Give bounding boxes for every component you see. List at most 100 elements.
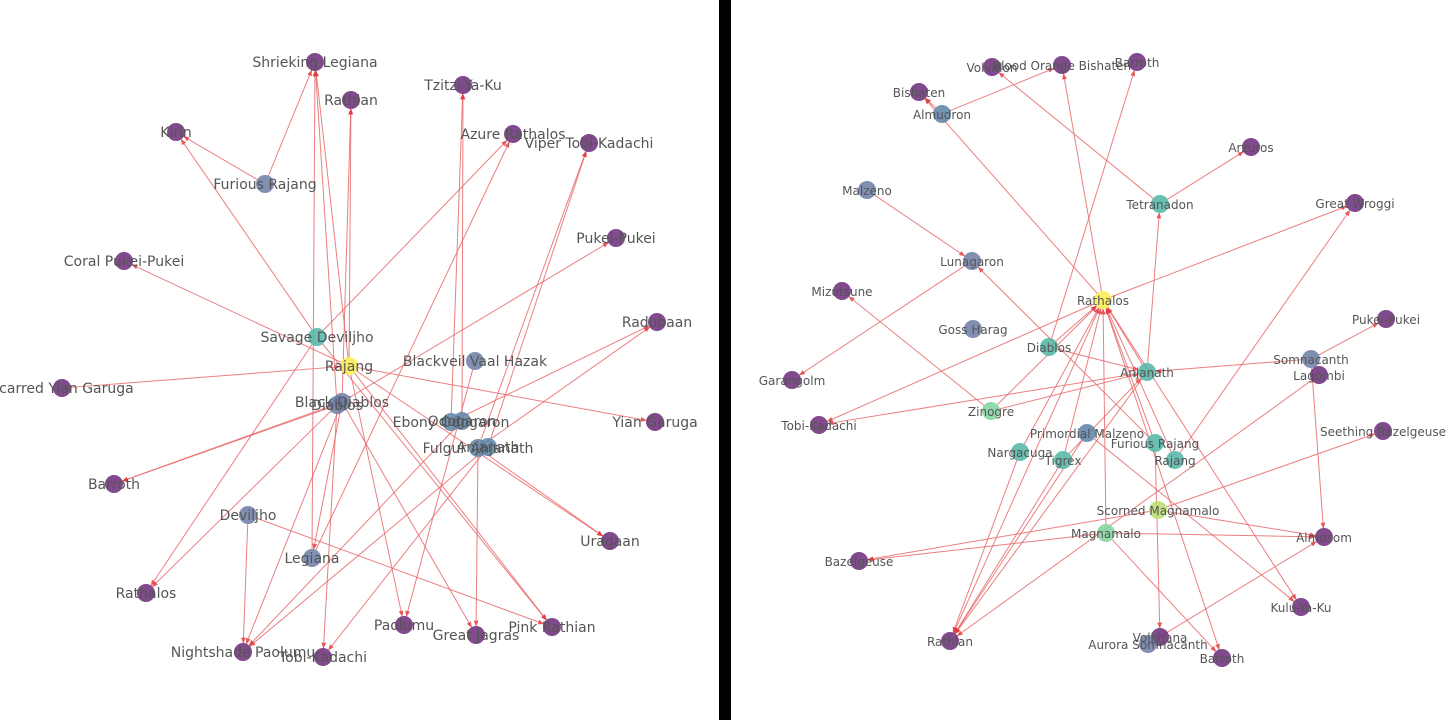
edge-furious-rajang-to-kirin	[183, 136, 258, 180]
node-label-shrieking-legiana: Shrieking Legiana	[252, 55, 377, 71]
edge-diablos-to-shrieking-legiana	[313, 70, 337, 397]
node-tigrex	[1054, 451, 1072, 469]
node-label-almosom: Almosom	[1296, 531, 1352, 545]
node-seething-bazelgeuse	[1374, 422, 1392, 440]
node-arzuros	[1242, 138, 1260, 156]
node-viper-tobi-kadachi	[580, 134, 598, 152]
node-label-almudron: Almudron	[913, 108, 971, 122]
node-label-kulu-ya-ku: Kulu-Ya-Ku	[1271, 601, 1332, 615]
node-barroth-top	[1128, 53, 1146, 71]
node-label-barroth-top: Barroth	[1115, 56, 1160, 70]
node-uragaan	[601, 532, 619, 550]
node-yian-garuga	[646, 413, 664, 431]
node-label-seething-bazelgeuse: Seething Bazelgeuse	[1320, 425, 1446, 439]
node-barroth	[1213, 649, 1231, 667]
edge-blackveil-vaal-hazak-to-paolumu	[405, 369, 474, 617]
node-label-zinogre: Zinogre	[968, 405, 1014, 419]
node-barroth	[105, 475, 123, 493]
node-magnamalo	[1097, 524, 1115, 542]
node-label-furious-rajang: Furious Rajang	[213, 177, 316, 193]
node-label-goss-harag: Goss Harag	[938, 323, 1007, 337]
edge-lagombi-to-rathian	[956, 379, 1312, 637]
node-label-yian-garuga: Yian Garuga	[611, 415, 697, 431]
edge-magnamalo-to-almosom	[1114, 532, 1316, 540]
edge-fulgur-anjanath-to-uragaan	[485, 452, 604, 537]
edge-magnamalo-to-rathalos	[1100, 308, 1107, 525]
node-label-barroth: Barroth	[1200, 652, 1245, 666]
edge-nargacuga-to-rathalos	[1023, 307, 1100, 445]
edge-rajang-to-rathian	[348, 108, 354, 358]
node-shrieking-legiana	[306, 53, 324, 71]
edge-magnamalo-to-barroth	[1111, 539, 1217, 652]
node-label-coral-pukei-pukei: Coral Pukei-Pukei	[64, 254, 184, 270]
node-volvidon	[983, 58, 1001, 76]
node-label-bishaten: Bishaten	[893, 86, 945, 100]
node-anjanath	[479, 438, 497, 456]
node-label-lagombi: Lagombi	[1293, 369, 1345, 383]
node-scorned-magnamalo	[1149, 501, 1167, 519]
node-label-nightshade-paolumu: Nightshade Paolumu	[171, 645, 316, 661]
node-legiana	[303, 549, 321, 567]
node-goss-harag	[964, 320, 982, 338]
edge-malzeno-to-lunagaron	[874, 194, 966, 257]
edge-anjanath-to-tobi-kadachi	[328, 453, 483, 651]
edge-savage-deviljho-to-azure-rathalos	[322, 140, 508, 331]
node-label-uragaan: Uragaan	[580, 534, 640, 550]
node-primordial-malzeno	[1078, 424, 1096, 442]
node-lunagaron	[963, 252, 981, 270]
node-rathian	[342, 91, 360, 109]
edge-rajang-to-yian-garuga	[357, 367, 647, 422]
edge-savage-deviljho-to-pink-rathian	[322, 343, 547, 621]
node-label-blood-orange-bishaten: Blood Orange Bishaten	[993, 59, 1131, 73]
node-label-primordial-malzeno: Primordial Malzeno	[1030, 427, 1144, 441]
node-label-nargacuga: Nargacuga	[987, 446, 1052, 460]
node-label-tobi-kadachi: Tobi-Kadachi	[780, 419, 856, 433]
edge-diablos-to-barroth-top	[1051, 70, 1136, 339]
edge-furious-rajang-to-volkhana	[1154, 451, 1163, 629]
edge-scorned-magnamalo-to-almosom	[1166, 510, 1316, 538]
edge-black-diablos-to-rathian	[341, 108, 353, 394]
node-label-scarred-yian-garuga: Scarred Yian Garuga	[0, 381, 134, 397]
node-furious-rajang	[256, 175, 274, 193]
edge-furious-rajang-to-lunagaron	[977, 266, 1149, 438]
edge-savage-deviljho-to-rathalos	[150, 344, 313, 587]
edge-rajang-to-great-wroggi	[1179, 209, 1351, 453]
edge-fulgur-anjanath-to-viper-tobi-kadachi	[480, 150, 587, 440]
edge-magnamalo-to-bazelgeuse	[867, 533, 1098, 562]
edge-anjanath-to-rathalos	[1107, 307, 1143, 365]
node-label-tigrex: Tigrex	[1044, 454, 1082, 468]
edge-legiana-to-shrieking-legiana	[311, 70, 318, 550]
node-azure-rathalos	[504, 125, 522, 143]
node-tobi-kadachi	[810, 416, 828, 434]
node-tetranadon	[1151, 195, 1169, 213]
node-label-rajang: Rajang	[325, 359, 373, 375]
node-great-wroggi	[1346, 194, 1364, 212]
node-label-ebony-odogaron: Ebony Odogaron	[393, 415, 510, 431]
edge-deviljho-to-nightshade-paolumu	[241, 523, 249, 644]
node-label-anjanath: Anjanath	[457, 440, 520, 456]
node-anjanath	[1138, 363, 1156, 381]
node-label-garangolm: Garangolm	[759, 374, 826, 388]
node-rathian	[941, 632, 959, 650]
node-label-volkhana: Volkhana	[1133, 631, 1188, 645]
edge-ebony-odogaron-to-tzitzi-ya-ku	[450, 93, 465, 414]
edge-rajang-to-rathalos	[1106, 307, 1172, 452]
edge-diablos-to-tobi-kadachi	[321, 413, 337, 649]
edge-rajang-to-pink-rathian	[354, 372, 547, 621]
node-label-paolumu: Paolumu	[374, 618, 434, 634]
node-label-rathian: Rathian	[324, 93, 378, 109]
node-label-rathian: Rathian	[927, 635, 973, 649]
node-label-arzuros: Arzuros	[1228, 141, 1273, 155]
edge-zinogre-to-anjanath	[999, 373, 1139, 410]
edge-black-diablos-to-nightshade-paolumu	[245, 410, 340, 645]
edge-primordial-malzeno-to-kulu-ya-ku	[1093, 438, 1295, 602]
edge-almudron-to-blood-orange-bishaten	[950, 67, 1055, 112]
node-malzeno	[858, 181, 876, 199]
node-tobi-kadachi	[314, 648, 332, 666]
node-somnacanth	[1302, 350, 1320, 368]
node-label-great-wroggi: Great Wroggi	[1315, 197, 1394, 211]
node-coral-pukei-pukei	[115, 252, 133, 270]
node-label-great-jagras: Great Jagras	[433, 628, 520, 644]
node-label-viper-tobi-kadachi: Viper Tobi-Kadachi	[525, 136, 654, 152]
